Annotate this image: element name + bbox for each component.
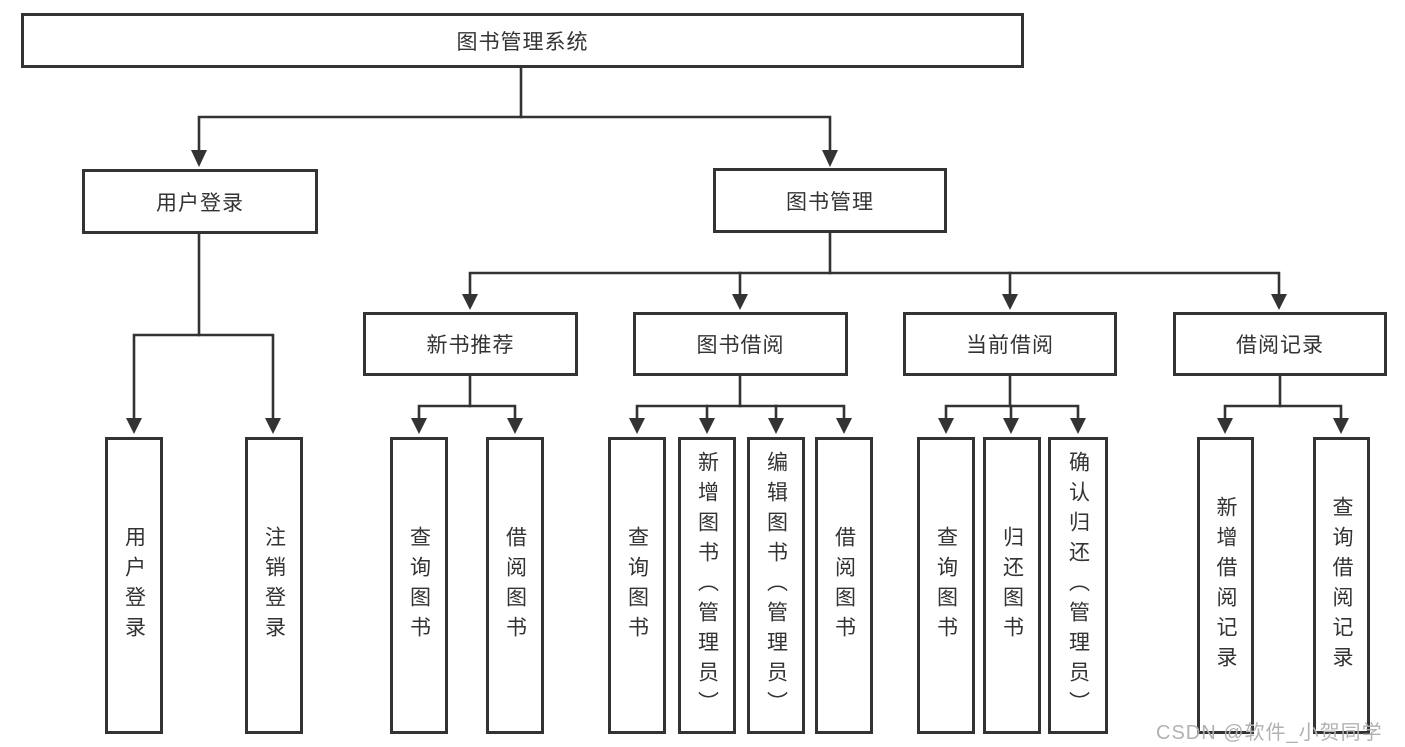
node-user-login-label: 用户登录 [156,191,244,215]
leaf-query-borrow-record-label: 查询借阅记录 [1330,495,1353,676]
node-book-borrow-label: 图书借阅 [696,334,785,357]
leaf-query-books-current-label: 查询图书 [934,525,958,646]
leaf-query-books-recommend-label: 查询图书 [407,525,431,646]
node-new-book-recommend-label: 新书推荐 [426,334,515,357]
leaf-confirm-return-admin: 确认归还（管理员） [1048,437,1108,734]
leaf-query-books-borrow: 查询图书 [608,437,666,734]
leaf-return-books: 归还图书 [983,437,1041,734]
node-current-borrow: 当前借阅 [903,312,1117,376]
node-borrow-records: 借阅记录 [1173,312,1387,376]
leaf-query-books-recommend: 查询图书 [390,437,448,734]
leaf-confirm-return-admin-label: 确认归还（管理员） [1066,450,1090,721]
arrowhead-icons [126,150,1349,434]
node-current-borrow-label: 当前借阅 [966,334,1054,357]
leaf-borrow-books-label: 借阅图书 [832,525,856,646]
leaf-add-books-admin-label: 新增图书（管理员） [695,450,719,721]
leaf-user-login-label: 用户登录 [122,525,146,646]
node-borrow-records-label: 借阅记录 [1236,334,1324,357]
leaf-add-borrow-record: 新增借阅记录 [1197,437,1254,734]
node-root-library-system: 图书管理系统 [21,13,1024,68]
leaf-edit-books-admin-label: 编辑图书（管理员） [764,450,788,721]
leaf-edit-books-admin: 编辑图书（管理员） [747,437,805,734]
csdn-watermark: CSDN @软件_小贺同学 [1156,722,1383,744]
leaf-logout: 注销登录 [245,437,303,734]
node-book-borrow: 图书借阅 [633,312,848,376]
leaf-return-books-label: 归还图书 [1000,525,1024,646]
leaf-add-books-admin: 新增图书（管理员） [678,437,736,734]
leaf-borrow-books-recommend: 借阅图书 [486,437,544,734]
leaf-borrow-books: 借阅图书 [815,437,873,734]
node-book-management: 图书管理 [713,168,947,233]
leaf-user-login: 用户登录 [105,437,163,734]
node-new-book-recommend: 新书推荐 [363,312,578,376]
leaf-add-borrow-record-label: 新增借阅记录 [1214,495,1237,676]
leaf-query-books-borrow-label: 查询图书 [625,525,649,646]
node-user-login: 用户登录 [82,169,318,234]
leaf-logout-label: 注销登录 [262,525,286,646]
leaf-borrow-books-recommend-label: 借阅图书 [503,525,527,646]
leaf-query-books-current: 查询图书 [917,437,975,734]
node-root-label: 图书管理系统 [456,30,589,54]
leaf-query-borrow-record: 查询借阅记录 [1313,437,1370,734]
node-book-management-label: 图书管理 [786,190,874,214]
